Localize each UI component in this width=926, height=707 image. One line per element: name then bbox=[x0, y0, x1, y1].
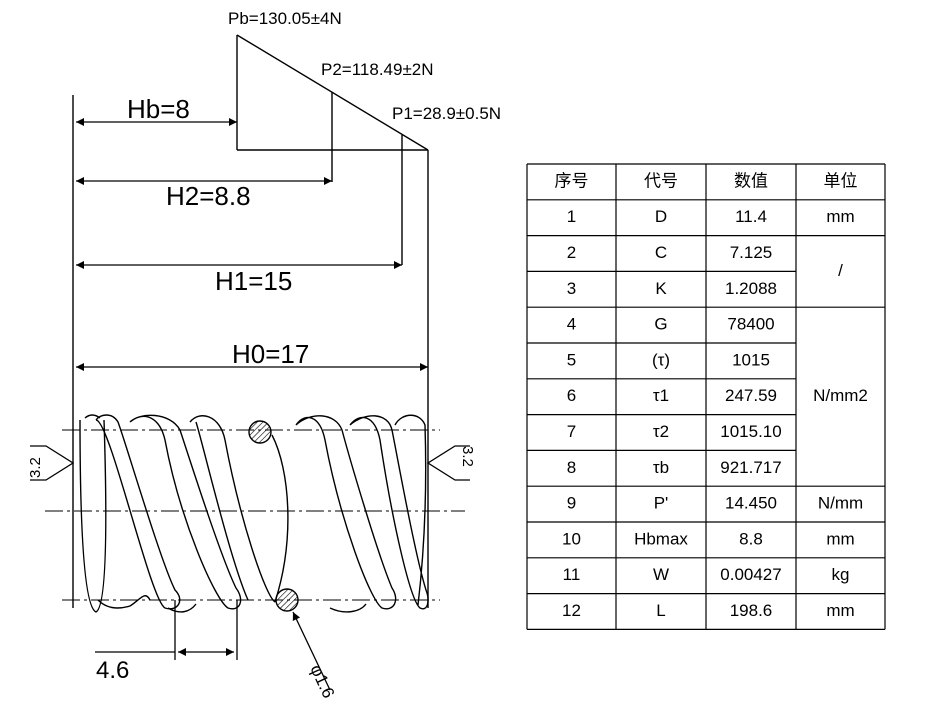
table-cell-value: 921.717 bbox=[720, 458, 781, 477]
coil-end-left bbox=[79, 419, 107, 613]
table-cell-code: C bbox=[655, 243, 667, 262]
table-cell-index: 3 bbox=[567, 279, 576, 298]
coil-bottom-left bbox=[97, 595, 151, 609]
table-cell-index: 4 bbox=[567, 315, 576, 334]
table-cell-index: 7 bbox=[567, 422, 576, 441]
roughness-left-label: 3.2 bbox=[27, 457, 44, 478]
coil-1 bbox=[95, 414, 181, 610]
wire-leader-line bbox=[292, 611, 331, 691]
coil-4 bbox=[295, 415, 397, 610]
table-cell-code: L bbox=[656, 601, 665, 620]
table-cell-index: 10 bbox=[562, 529, 581, 548]
coil-5 bbox=[349, 415, 429, 610]
coil-3-upper bbox=[189, 415, 276, 603]
p1-label: P1=28.9±0.5N bbox=[392, 104, 501, 123]
table-cell-index: 11 bbox=[563, 565, 581, 584]
table-cell-unit: mm bbox=[826, 529, 854, 548]
table-cell-code: D bbox=[655, 207, 667, 226]
table-cell-value: 78400 bbox=[727, 315, 774, 334]
roughness-right-label: 3.2 bbox=[459, 446, 476, 467]
pitch-label: 4.6 bbox=[96, 657, 129, 684]
header-unit: 单位 bbox=[824, 171, 858, 190]
load-diagram bbox=[72, 34, 429, 415]
table-cell-code: (τ) bbox=[652, 350, 670, 369]
parameter-table: 序号 代号 数值 单位 1 D 11.4 2 C 7.125 3 K 1.2088 4 G 78400 5 (τ)… bbox=[526, 163, 886, 631]
table-cell-unit: mm bbox=[826, 601, 854, 620]
h2-label: H2=8.8 bbox=[166, 181, 251, 211]
table-cell-index: 2 bbox=[567, 243, 576, 262]
table-cell-index: 8 bbox=[567, 458, 576, 477]
table-cell-code: τ2 bbox=[653, 422, 669, 441]
coil-end-right bbox=[394, 414, 427, 606]
pitch-dimension bbox=[95, 600, 238, 660]
table-cell-value: 11.4 bbox=[735, 207, 767, 226]
spring-coils bbox=[79, 414, 429, 613]
table-cell-value: 8.8 bbox=[739, 529, 763, 548]
table-cell-value: 198.6 bbox=[730, 601, 773, 620]
header-value: 数值 bbox=[734, 171, 768, 190]
table-cell-unit: N/mm bbox=[818, 494, 863, 513]
table-cell-code: P' bbox=[654, 494, 669, 513]
coil-2 bbox=[129, 414, 242, 610]
wire-section-top bbox=[248, 420, 272, 444]
table-cell-unit: mm bbox=[826, 207, 854, 226]
table-cell-value: 1.2088 bbox=[725, 279, 777, 298]
table-cell-index: 12 bbox=[562, 601, 581, 620]
table-cell-index: 1 bbox=[567, 207, 576, 226]
header-code: 代号 bbox=[644, 171, 678, 190]
wire-diameter-label: φ1.6 bbox=[306, 662, 338, 701]
table-cell-code: τ1 bbox=[653, 386, 669, 405]
h1-label: H1=15 bbox=[215, 266, 292, 296]
table-cell-index: 5 bbox=[567, 350, 576, 369]
spring-body bbox=[45, 414, 465, 613]
table-cell-code: W bbox=[653, 565, 669, 584]
coil-center-back bbox=[271, 434, 289, 603]
table-cell-unit: N/mm2 bbox=[813, 386, 868, 405]
table-cell-unit: kg bbox=[832, 565, 850, 584]
hb-label: Hb=8 bbox=[127, 94, 190, 124]
coil-3-inner bbox=[195, 421, 249, 601]
table-cell-value: 1015 bbox=[732, 350, 770, 369]
coil-bottom-4 bbox=[329, 603, 367, 613]
table-cell-index: 6 bbox=[567, 386, 576, 405]
coil-bottom-2 bbox=[167, 603, 197, 613]
table-cell-index: 9 bbox=[567, 494, 576, 513]
p2-label: P2=118.49±2N bbox=[321, 60, 434, 79]
table-cell-value: 7.125 bbox=[730, 243, 773, 262]
pb-label: Pb=130.05±4N bbox=[228, 9, 342, 28]
height-dimensions bbox=[76, 118, 428, 371]
table-cell-unit: / bbox=[838, 261, 843, 280]
header-index: 序号 bbox=[555, 171, 589, 190]
table-cell-code: Hbmax bbox=[634, 529, 688, 548]
table-cell-code: τb bbox=[653, 458, 669, 477]
table-cell-value: 0.00427 bbox=[720, 565, 781, 584]
wire-section-bottom bbox=[275, 588, 299, 612]
roughness-right-symbol bbox=[426, 445, 470, 481]
h0-label: H0=17 bbox=[232, 339, 309, 369]
table-cell-code: G bbox=[654, 315, 667, 334]
table-cell-value: 247.59 bbox=[725, 386, 777, 405]
table-cell-value: 14.450 bbox=[725, 494, 777, 513]
table-cell-value: 1015.10 bbox=[720, 422, 781, 441]
table-cell-code: K bbox=[655, 279, 667, 298]
roughness-left-symbol bbox=[30, 445, 75, 481]
